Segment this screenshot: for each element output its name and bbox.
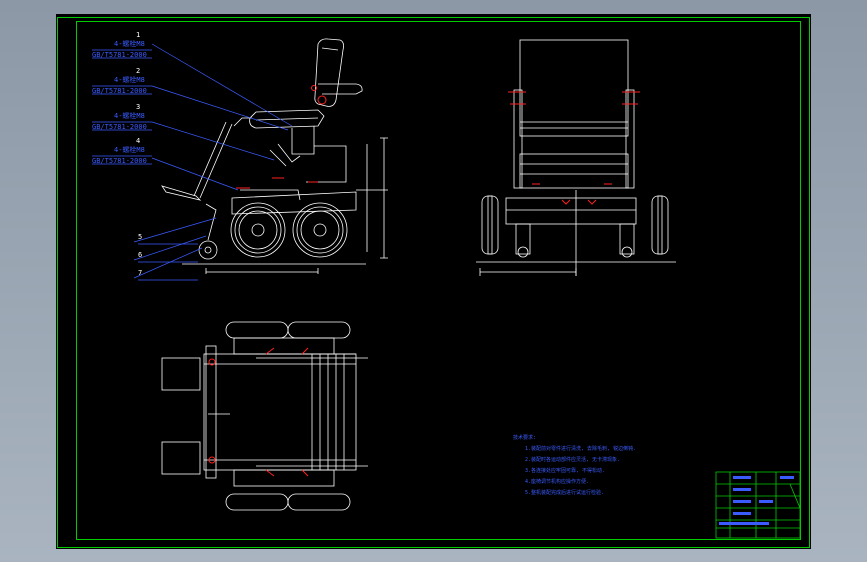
callout-number-4: 4	[136, 137, 141, 145]
top-view-red-marks	[208, 347, 309, 477]
title-block-text-marks	[719, 476, 794, 525]
callout-standard-3: GB/T5781-2000	[92, 123, 147, 131]
note-line-5: 5.整机装配完成后进行试运行检验.	[525, 490, 605, 496]
callout-number-5: 5	[138, 233, 143, 241]
callout-qty-2: 4-螺栓M8	[114, 76, 145, 84]
callout-standard-2: GB/T5781-2000	[92, 87, 147, 95]
outer-border	[57, 17, 810, 548]
front-view-red-marks	[508, 91, 640, 205]
inner-border	[76, 21, 801, 540]
callout-qty-1: 4-螺栓M8	[114, 40, 145, 48]
callout-number-7: 7	[138, 269, 143, 277]
side-view-red-marks	[236, 85, 327, 189]
note-line-4: 4.座椅调节机构应操作方便.	[525, 479, 590, 485]
callout-number-6: 6	[138, 251, 143, 259]
top-view	[161, 321, 368, 511]
callout-qty-4: 4-螺栓M8	[114, 146, 145, 154]
callout-qty-3: 4-螺栓M8	[114, 112, 145, 120]
callout-number-1: 1	[136, 31, 141, 39]
cad-drawing-canvas	[57, 17, 810, 548]
note-line-3: 3.各连接处应牢固可靠, 不得松动.	[525, 468, 606, 474]
front-view	[476, 39, 676, 276]
callout-number-3: 3	[136, 103, 141, 111]
callout-number-2: 2	[136, 67, 141, 75]
callout-leaders	[92, 43, 293, 281]
callout-standard-1: GB/T5781-2000	[92, 51, 147, 59]
notes-title: 技术要求:	[513, 435, 537, 441]
note-line-2: 2.装配时各运动部件应灵活, 无卡滞现象.	[525, 457, 621, 463]
note-line-1: 1.装配前对零件进行清洗, 去除毛刺, 锐边倒钝.	[525, 446, 637, 452]
drawing-sheet[interactable]: 1 4-螺栓M8 GB/T5781-2000 2 4-螺栓M8 GB/T5781…	[56, 14, 811, 549]
callout-standard-4: GB/T5781-2000	[92, 157, 147, 165]
side-view	[161, 38, 388, 274]
technical-notes: 技术要求: 1.装配前对零件进行清洗, 去除毛刺, 锐边倒钝. 2.装配时各运动…	[513, 433, 636, 499]
title-block	[715, 471, 801, 539]
